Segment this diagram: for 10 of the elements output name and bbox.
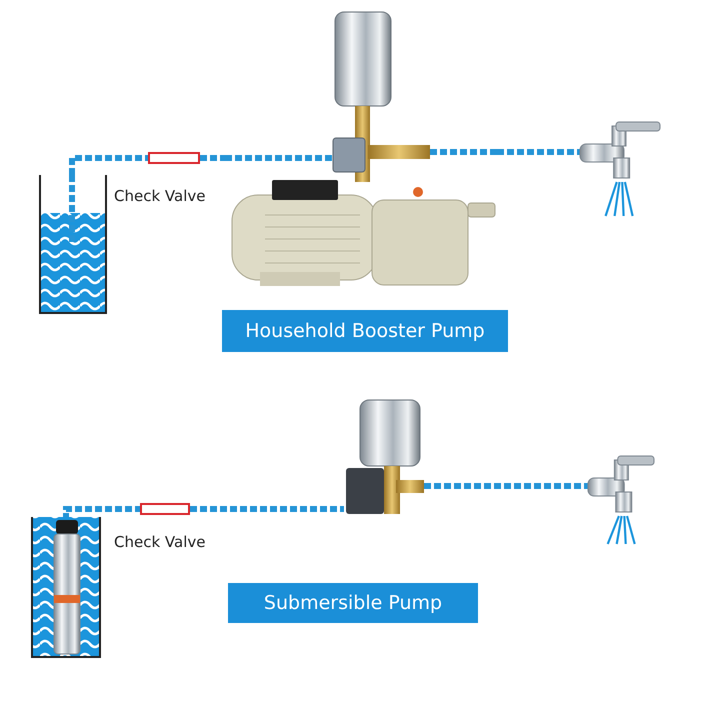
water-pipe	[63, 506, 140, 520]
label-banner: Household Booster Pump	[222, 310, 508, 352]
water-pipe	[424, 483, 588, 489]
water-pipe	[190, 506, 344, 512]
valve-label: Check Valve	[114, 187, 206, 205]
water-pipe	[200, 155, 225, 161]
label-banner: Submersible Pump	[228, 583, 478, 623]
valve-label: Check Valve	[114, 533, 206, 551]
water-pipe	[497, 149, 580, 155]
water-pipe	[69, 155, 148, 175]
